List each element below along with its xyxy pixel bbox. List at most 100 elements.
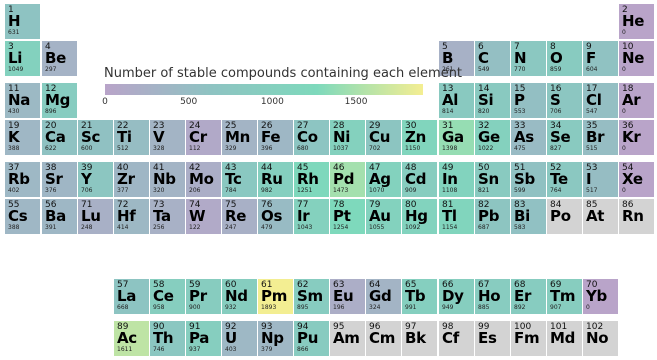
compound-count: 668 [117, 304, 129, 311]
element-symbol: Rn [622, 207, 644, 225]
element-symbol: Cf [442, 329, 459, 347]
atomic-number: 58 [153, 280, 165, 290]
element-symbol: He [622, 12, 645, 30]
atomic-number: 17 [586, 84, 598, 94]
compound-count: 247 [225, 224, 237, 231]
atomic-number: 75 [225, 200, 237, 210]
atomic-number: 89 [117, 322, 129, 332]
compound-count: 821 [478, 187, 490, 194]
element-symbol: Tm [550, 287, 576, 305]
element-symbol: B [442, 49, 454, 67]
atomic-number: 42 [189, 163, 201, 173]
compound-count: 706 [550, 108, 562, 115]
atomic-number: 60 [225, 280, 237, 290]
compound-count: 1150 [405, 145, 421, 152]
element-symbol: Te [550, 170, 568, 188]
atomic-number: 24 [189, 121, 201, 131]
element-symbol: Re [225, 207, 247, 225]
atomic-number: 76 [261, 200, 273, 210]
compound-count: 549 [478, 66, 490, 73]
element-symbol: Sr [45, 170, 63, 188]
compound-count: 206 [189, 187, 201, 194]
atomic-number: 33 [514, 121, 526, 131]
element-symbol: Cr [189, 128, 207, 146]
compound-count: 991 [405, 304, 417, 311]
atomic-number: 36 [622, 121, 634, 131]
element-symbol: Th [153, 329, 174, 347]
compound-count: 892 [514, 304, 526, 311]
element-symbol: Na [8, 91, 31, 109]
compound-count: 248 [81, 224, 93, 231]
atomic-number: 8 [550, 42, 556, 52]
compound-count: 515 [586, 145, 598, 152]
element-symbol: Hf [117, 207, 136, 225]
compound-count: 377 [117, 187, 129, 194]
element-symbol: Ni [333, 128, 351, 146]
element-symbol: Yb [586, 287, 607, 305]
element-symbol: Hg [405, 207, 428, 225]
compound-count: 0 [622, 187, 626, 194]
compound-count: 932 [225, 304, 237, 311]
atomic-number: 10 [622, 42, 634, 52]
compound-count: 1108 [442, 187, 458, 194]
atomic-number: 45 [297, 163, 309, 173]
atomic-number: 54 [622, 163, 634, 173]
compound-count: 297 [45, 66, 57, 73]
atomic-number: 90 [153, 322, 165, 332]
element-symbol: As [514, 128, 534, 146]
element-symbol: Rh [297, 170, 319, 188]
compound-count: 479 [261, 224, 273, 231]
atomic-number: 34 [550, 121, 562, 131]
compound-count: 631 [8, 29, 20, 36]
compound-count: 391 [45, 224, 57, 231]
atomic-number: 50 [478, 163, 490, 173]
atomic-number: 46 [333, 163, 345, 173]
element-symbol: Lu [81, 207, 101, 225]
element-symbol: Ag [369, 170, 391, 188]
atomic-number: 97 [405, 322, 417, 332]
element-symbol: Po [550, 207, 571, 225]
atomic-number: 61 [261, 280, 273, 290]
atomic-number: 67 [478, 280, 490, 290]
element-symbol: Cm [369, 329, 396, 347]
element-symbol: Tl [442, 207, 457, 225]
element-symbol: Se [550, 128, 571, 146]
atomic-number: 19 [8, 121, 20, 131]
atomic-number: 18 [622, 84, 634, 94]
compound-count: 402 [8, 187, 20, 194]
compound-count: 329 [225, 145, 237, 152]
element-symbol: Au [369, 207, 391, 225]
atomic-number: 55 [8, 200, 20, 210]
element-symbol: P [514, 91, 525, 109]
atomic-number: 28 [333, 121, 345, 131]
compound-count: 0 [622, 29, 626, 36]
atomic-number: 64 [369, 280, 381, 290]
compound-count: 900 [189, 304, 201, 311]
element-symbol: Xe [622, 170, 643, 188]
